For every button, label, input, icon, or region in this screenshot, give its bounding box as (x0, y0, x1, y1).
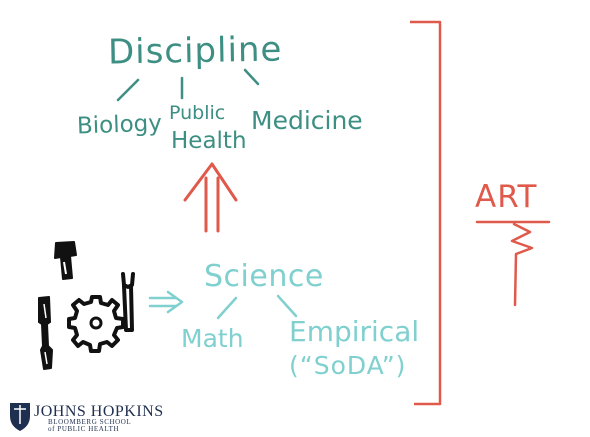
shield-icon (10, 403, 30, 431)
medicine-label: Medicine (251, 106, 363, 135)
connector-science-math (216, 296, 238, 320)
bracket (410, 20, 442, 406)
empirical-label: Empirical (289, 315, 420, 348)
logo-name: JOHNS HOPKINS (34, 403, 164, 420)
connector-science-empirical (276, 294, 298, 318)
public-health-label-line2: Health (171, 128, 247, 154)
wrench-icon (121, 272, 135, 332)
up-arrow-icon (183, 162, 238, 233)
art-label: ART (475, 179, 538, 215)
science-title: Science (204, 259, 324, 294)
screwdriver-icon (38, 296, 53, 370)
connector-discipline-biology (116, 78, 140, 102)
public-health-label-line1: Public (169, 102, 226, 124)
lightning-icon (510, 222, 534, 307)
logo-subtitle-line2: of PUBLIC HEALTH (48, 425, 120, 433)
hammer-icon (54, 241, 77, 280)
connector-discipline-medicine (243, 68, 260, 86)
gear-icon (67, 295, 125, 353)
discipline-title: Discipline (107, 29, 283, 73)
right-arrow-icon (148, 290, 184, 314)
math-label: Math (181, 324, 244, 353)
soda-label: (“SoDA”) (289, 351, 407, 380)
biology-label: Biology (76, 110, 163, 140)
logo-subtitle-line1: BLOOMBERG SCHOOL (48, 418, 132, 426)
johns-hopkins-logo: JOHNS HOPKINS BLOOMBERG SCHOOL of PUBLIC… (4, 399, 164, 433)
